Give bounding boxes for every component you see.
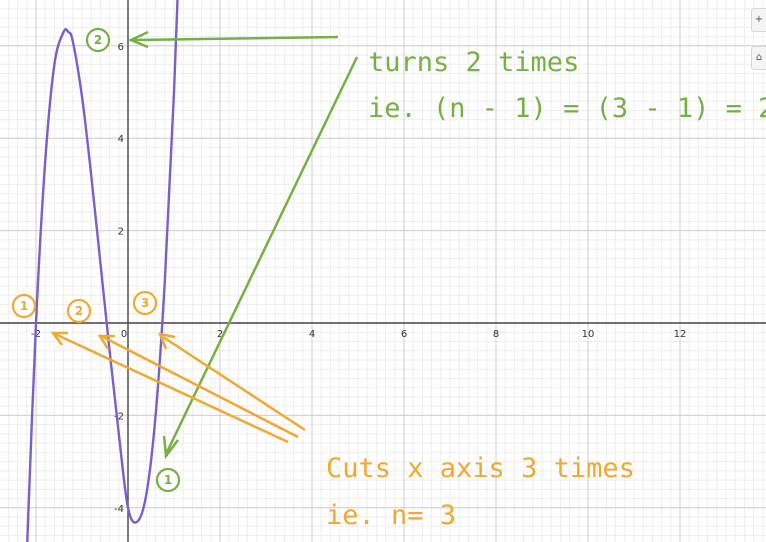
arrowhead-root-1 [50,331,68,346]
x-tick-label: 12 [674,329,687,340]
svg-text:2: 2 [94,33,102,47]
x-tick-label: 4 [309,329,315,340]
arrowhead-min [162,435,179,460]
y-tick-label: -4 [114,504,124,515]
turn-badge-max: 2 [85,27,111,53]
cuts-text-line1: Cuts x axis 3 times [326,453,635,484]
x-tick-label: 6 [401,329,407,340]
root-badge-3: 3 [132,290,158,316]
root-badge-2: 2 [66,298,92,324]
arrowhead-root-2 [97,334,115,350]
home-icon: ⌂ [755,52,763,63]
y-tick-label: -2 [114,411,124,422]
cubic-curve[interactable] [26,0,183,542]
arrow-to-root-2 [102,335,299,439]
svg-text:2: 2 [75,304,83,318]
y-tick-label: 2 [118,227,124,238]
plus-icon: + [754,14,764,25]
turns-text-line2: ie. (n - 1) = (3 - 1) = 2 [368,93,766,124]
x-tick-label: 2 [217,329,223,340]
arrow-to-max [133,35,339,42]
svg-text:1: 1 [164,473,172,487]
turn-badge-min: 1 [155,467,181,493]
y-tick-label: 6 [118,42,124,53]
arrowhead-root-3 [157,332,176,350]
zoom-in-button[interactable]: + [751,8,766,32]
y-tick-label: 4 [118,134,124,145]
svg-text:1: 1 [20,299,28,313]
series-line[interactable] [26,0,183,542]
root-badge-1: 1 [11,293,37,319]
cut-arrows [50,331,306,444]
cuts-text-line2: ie. n= 3 [326,500,456,531]
svg-text:3: 3 [141,296,149,310]
arrowhead-max [127,30,149,49]
arrow-to-root-3 [162,335,306,432]
x-tick-label: 8 [493,329,499,340]
arrow-to-root-1 [54,332,289,444]
arrow-to-min [165,56,359,453]
turns-text-line1: turns 2 times [368,47,579,78]
x-tick-label: 10 [582,329,595,340]
home-button[interactable]: ⌂ [751,46,766,70]
x-tick-label: 0 [121,329,127,340]
